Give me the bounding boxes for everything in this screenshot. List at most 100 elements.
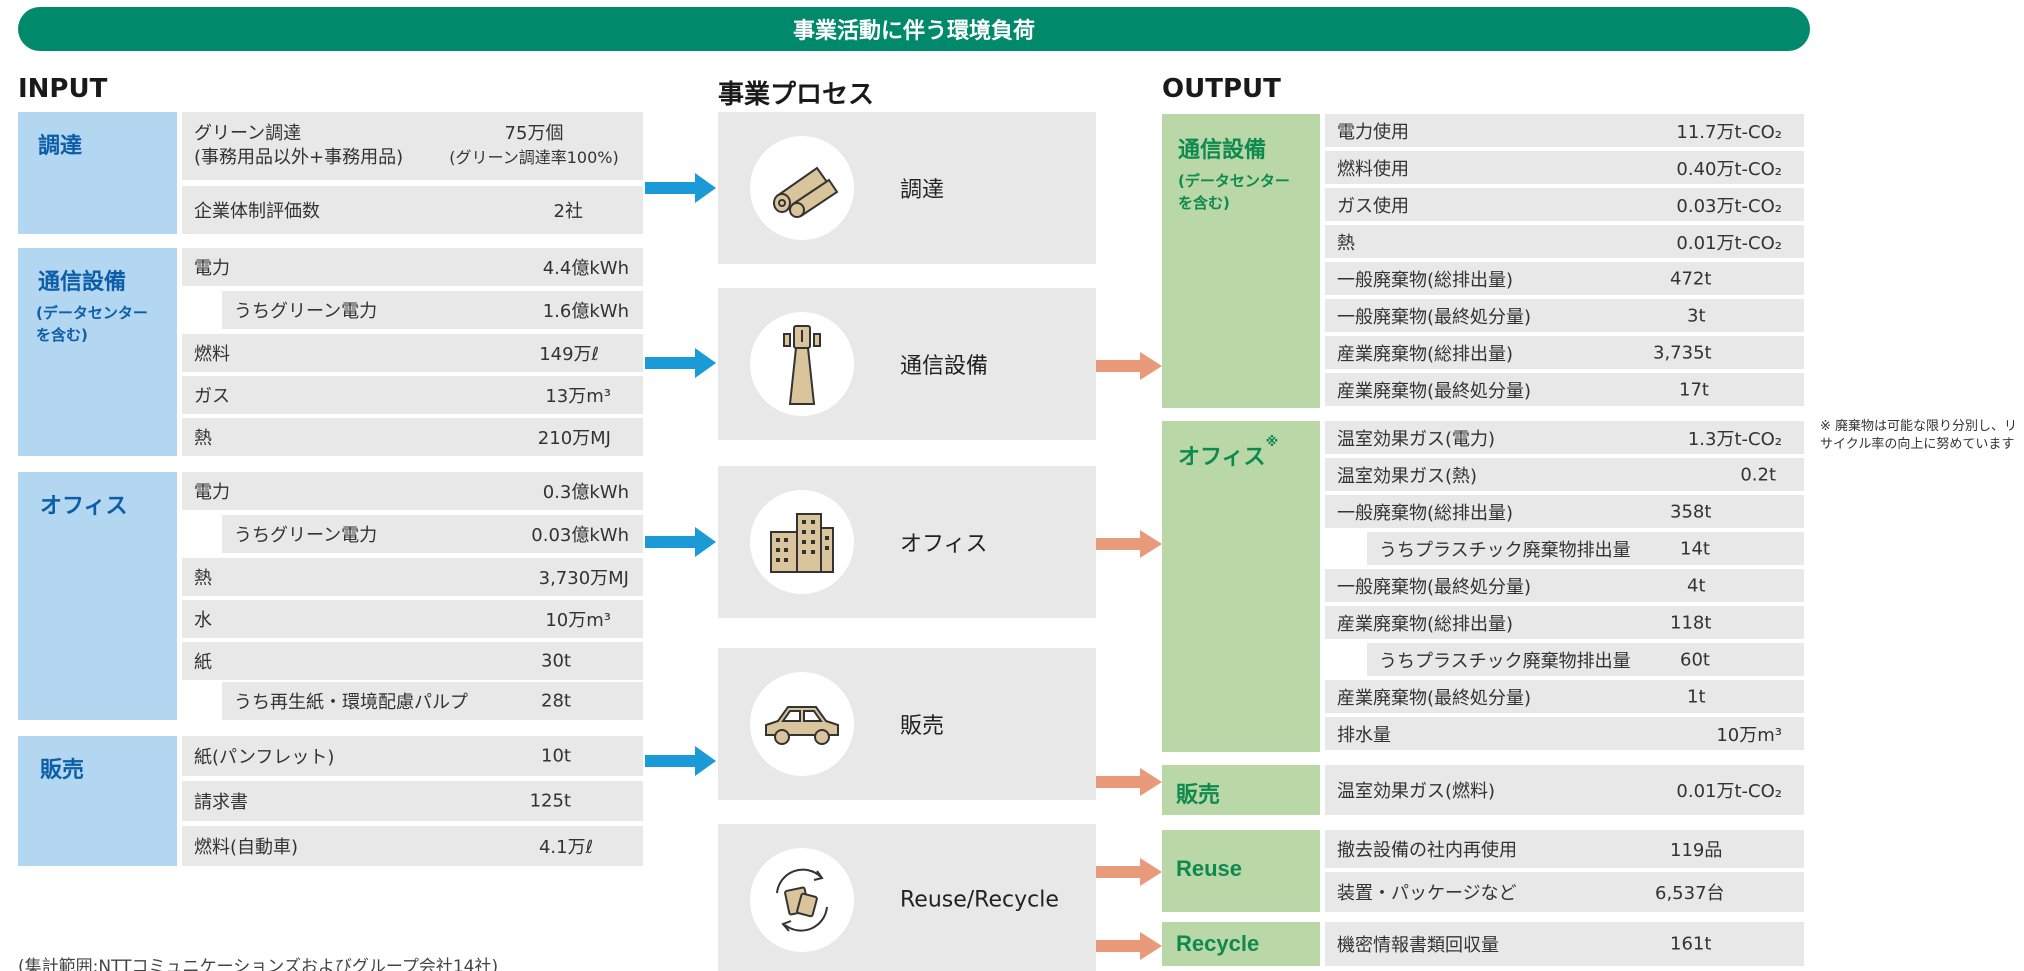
row-label: 燃料(自動車) <box>194 837 299 858</box>
row-value: 14t <box>1680 538 1710 559</box>
row-label: 一般廃棄物(総排出量) <box>1337 502 1514 524</box>
output-category-sales: 販売 <box>1162 765 1320 815</box>
antenna-tower-icon <box>783 325 821 405</box>
row-label: うちグリーン電力 <box>234 301 378 322</box>
office-building-icon <box>770 513 834 573</box>
footnote-mark: ※ <box>1265 435 1279 450</box>
row-value: 118t <box>1670 612 1712 633</box>
car-icon <box>765 706 839 745</box>
row-label: 電力 <box>194 482 230 503</box>
input-category-procurement: 調達 <box>18 112 177 234</box>
output-heading: OUTPUT <box>1162 74 1281 104</box>
row-value: 3,735t <box>1653 342 1712 363</box>
output-row: 産業廃棄物(最終処分量)17t <box>1325 373 1804 406</box>
process-label: オフィス <box>900 532 988 557</box>
input-row: 燃料(自動車)4.1万ℓ <box>182 826 643 866</box>
row-label: 熱 <box>194 428 212 449</box>
flow-arrow-icon <box>645 746 716 776</box>
flow-arrow-icon <box>1096 530 1162 558</box>
output-category-recycle: Recycle <box>1162 922 1320 966</box>
row-value: 0.01万t-CO₂ <box>1676 232 1782 254</box>
output-row-sub: うちプラスチック廃棄物排出量 60t <box>1367 643 1804 676</box>
row-value: 6,537台 <box>1655 883 1725 904</box>
input-row-sub: うち再生紙・環境配慮パルプ 28t <box>222 682 643 720</box>
process-sales: 販売 <box>718 648 1096 800</box>
row-value: 10t <box>541 745 571 767</box>
page-title-banner: 事業活動に伴う環境負荷 <box>18 7 1810 51</box>
row-value: 4t <box>1687 575 1706 596</box>
input-category-office: オフィス <box>18 472 177 720</box>
output-row: 産業廃棄物(総排出量)118t <box>1325 606 1804 639</box>
row-label: うち再生紙・環境配慮パルプ <box>234 692 468 713</box>
flow-arrow-icon <box>1096 932 1162 960</box>
category-subtitle: (データセンター <box>1178 172 1290 190</box>
flow-arrow-icon <box>645 348 716 378</box>
row-value: 11.7万t-CO₂ <box>1676 121 1782 143</box>
waste-note: ※ 廃棄物は可能な限り分別し、リサイクル率の向上に努めています <box>1820 419 2018 452</box>
row-value: 0.01万t-CO₂ <box>1676 781 1782 802</box>
row-label: 一般廃棄物(最終処分量) <box>1337 576 1532 598</box>
row-value: 1.6億kWh <box>542 301 629 322</box>
row-label: 水 <box>194 610 212 631</box>
output-row: 温室効果ガス(電力)1.3万t-CO₂ <box>1325 421 1804 454</box>
row-value: 358t <box>1670 501 1712 522</box>
row-label: ガス <box>194 386 230 407</box>
row-label: うちプラスチック廃棄物排出量 <box>1379 539 1631 561</box>
output-row: 一般廃棄物(最終処分量)3t <box>1325 299 1804 332</box>
output-row: 温室効果ガス(熱)0.2t <box>1325 458 1804 491</box>
category-title: 通信設備 <box>1178 138 1267 163</box>
row-label-sub: (事務用品以外+事務用品) <box>194 147 404 168</box>
output-row: 温室効果ガス(燃料)0.01万t-CO₂ <box>1325 765 1804 815</box>
row-label: 排水量 <box>1337 724 1391 746</box>
category-title: オフィス <box>40 494 128 519</box>
output-category-office: オフィス※ <box>1162 421 1320 752</box>
row-label: 電力 <box>194 258 230 279</box>
category-subtitle: を含む) <box>1178 194 1230 212</box>
row-label: 産業廃棄物(最終処分量) <box>1337 687 1532 709</box>
row-value-sub: (グリーン調達率100%) <box>449 148 619 167</box>
row-label: 熱 <box>194 568 212 589</box>
row-value: 28t <box>541 690 571 712</box>
row-value: 60t <box>1680 649 1710 670</box>
input-heading: INPUT <box>18 74 108 104</box>
row-label: 紙 <box>194 652 212 673</box>
flow-arrow-icon <box>1096 768 1162 796</box>
output-row-sub: うちプラスチック廃棄物排出量 14t <box>1367 532 1804 565</box>
row-value: 210万MJ <box>537 428 611 449</box>
row-label: うちグリーン電力 <box>234 525 378 546</box>
process-label: 通信設備 <box>900 354 989 379</box>
row-label: 請求書 <box>194 792 248 813</box>
input-category-sales: 販売 <box>18 736 177 866</box>
row-value: 125t <box>529 790 571 812</box>
row-value: 3t <box>1687 305 1706 326</box>
row-value: 472t <box>1670 268 1712 289</box>
row-label: 電力使用 <box>1337 121 1409 143</box>
row-value: 0.03万t-CO₂ <box>1676 195 1782 217</box>
input-row-evaluation: 企業体制評価数 2社 <box>182 186 643 234</box>
output-row: ガス使用 0.03万t-CO₂ <box>1325 188 1804 221</box>
category-title: 販売 <box>40 758 85 783</box>
output-row: 電力使用 11.7万t-CO₂ <box>1325 114 1804 147</box>
row-label: ガス使用 <box>1337 195 1409 217</box>
row-label: 温室効果ガス(熱) <box>1337 465 1478 487</box>
logs-icon <box>773 166 839 218</box>
row-label: うちプラスチック廃棄物排出量 <box>1379 650 1631 672</box>
row-label: 温室効果ガス(電力) <box>1337 428 1496 450</box>
output-row: 一般廃棄物(総排出量) 358t <box>1325 495 1804 528</box>
process-heading: 事業プロセス <box>718 80 875 110</box>
row-value: 149万ℓ <box>539 344 599 365</box>
row-label: 一般廃棄物(総排出量) <box>1337 269 1514 291</box>
row-label: 産業廃棄物(総排出量) <box>1337 343 1514 365</box>
input-row: 紙(パンフレット)10t <box>182 736 643 776</box>
